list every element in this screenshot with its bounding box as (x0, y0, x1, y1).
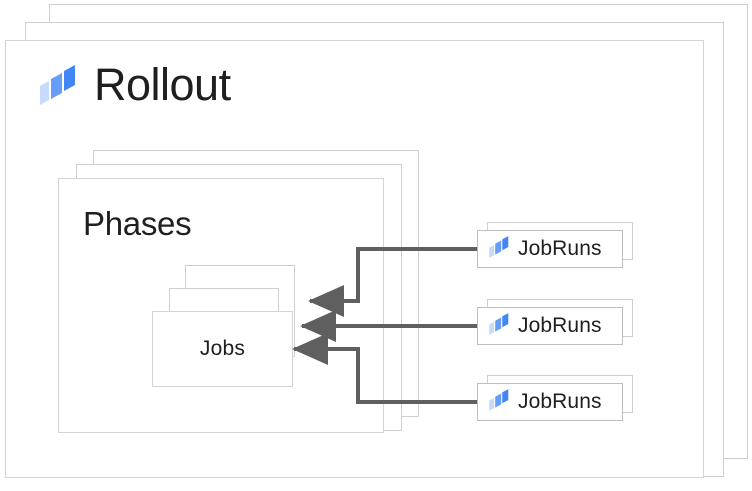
jobs-card-front: Jobs (152, 311, 293, 387)
rollout-logo-icon (488, 388, 510, 417)
jobruns-label: JobRuns (518, 390, 602, 413)
jobruns-card-face: JobRuns (477, 230, 623, 268)
rollout-title: Rollout (94, 59, 231, 110)
connector-jobruns-1 (308, 247, 477, 317)
rollout-logo-icon (488, 235, 510, 264)
connector-jobruns-3 (292, 333, 477, 404)
jobruns-node-3[interactable]: JobRuns (477, 375, 633, 421)
rollout-title-row: Rollout (38, 62, 231, 107)
jobruns-card-face: JobRuns (477, 383, 623, 421)
jobs-label: Jobs (199, 337, 246, 360)
rollout-logo-icon (38, 63, 78, 107)
jobruns-node-1[interactable]: JobRuns (477, 222, 633, 268)
rollout-logo-icon (488, 312, 510, 341)
jobruns-card-face: JobRuns (477, 307, 623, 345)
jobruns-label: JobRuns (518, 314, 602, 337)
jobruns-label: JobRuns (518, 237, 602, 260)
phases-title: Phases (83, 205, 192, 242)
jobruns-node-2[interactable]: JobRuns (477, 299, 633, 345)
